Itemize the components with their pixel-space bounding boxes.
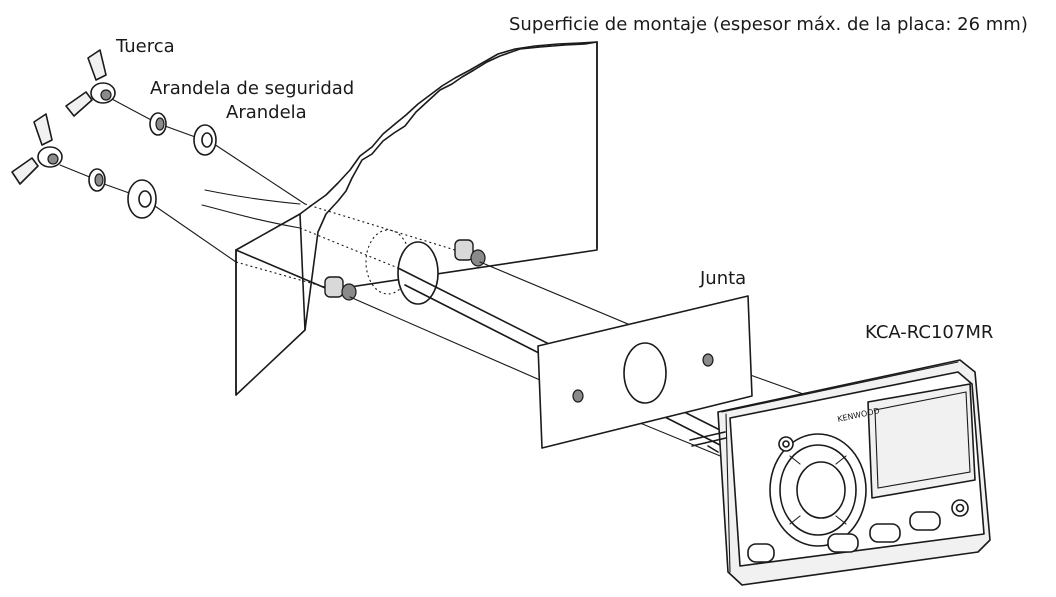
surface-label: Superficie de montaje (espesor máx. de l… — [509, 14, 1028, 35]
model-label: KCA-RC107MR — [865, 322, 994, 343]
guide-lines-hidden — [235, 203, 456, 288]
screw-studs — [689, 431, 727, 453]
cables — [201, 189, 301, 229]
mounting-surface-panel — [235, 41, 598, 396]
remote-control-unit: KENWOOD — [717, 359, 991, 586]
washer-bottom — [127, 179, 157, 219]
washer-top — [193, 124, 217, 156]
wing-nut-bottom — [11, 113, 63, 185]
display — [867, 383, 976, 499]
lock-washer-top — [149, 112, 167, 136]
button-2 — [869, 523, 901, 543]
nut-label: Tuerca — [116, 36, 175, 57]
button-1 — [827, 533, 859, 553]
lock-washer-bottom — [88, 168, 106, 192]
rotary-knob — [769, 433, 867, 547]
lock-washer-label: Arandela de seguridad — [150, 78, 355, 99]
wing-nut-top — [65, 49, 116, 117]
gasket — [537, 295, 753, 449]
button-4 — [747, 543, 775, 563]
surface-screw-holes — [324, 239, 486, 301]
button-3 — [909, 511, 941, 531]
buttons — [747, 436, 969, 563]
washer-label: Arandela — [226, 102, 307, 123]
gasket-label: Junta — [700, 268, 747, 289]
